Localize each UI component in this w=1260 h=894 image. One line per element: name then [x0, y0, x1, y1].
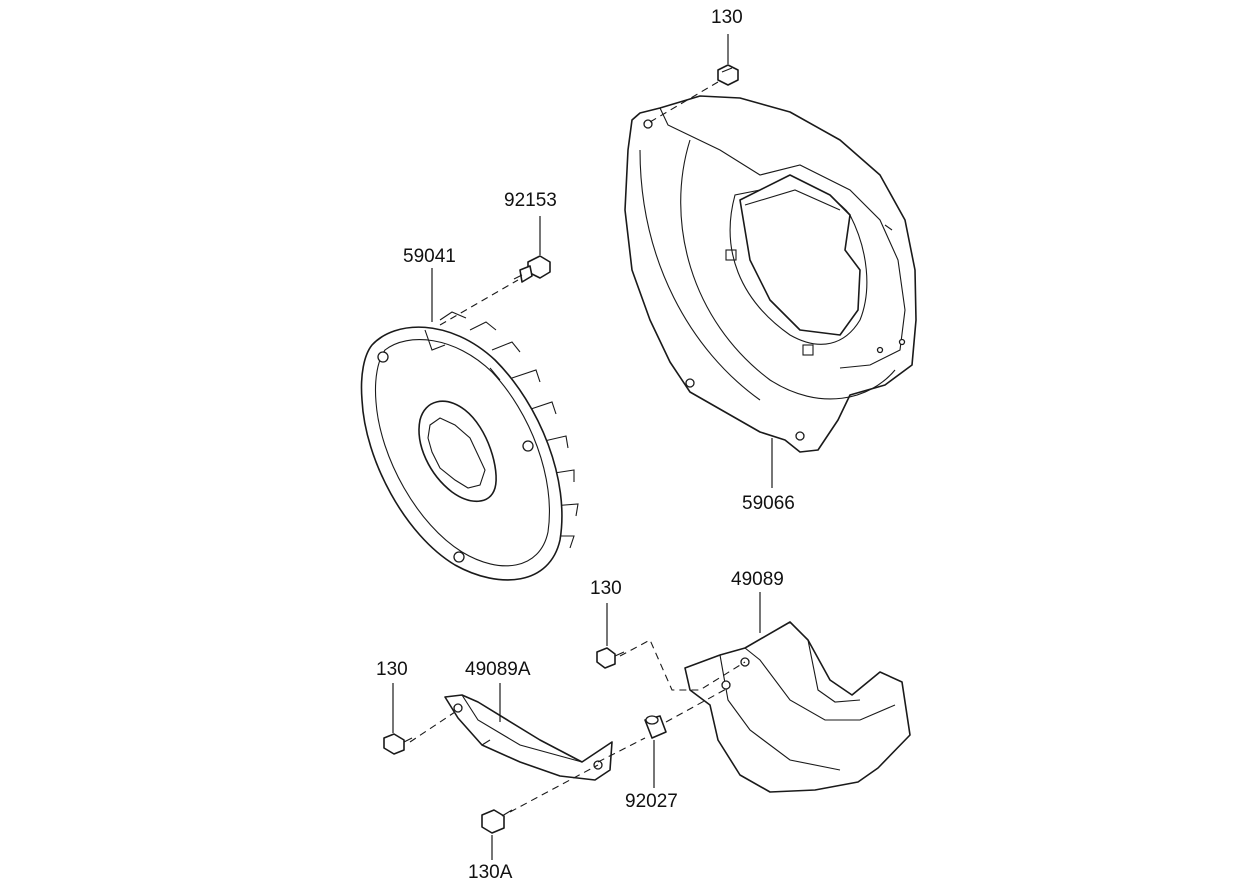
- cover-49089: [684, 621, 911, 793]
- label-92027: 92027: [625, 791, 678, 812]
- bolt-130-top: [717, 64, 739, 86]
- label-59041: 59041: [403, 246, 456, 267]
- label-130-mid: 130: [590, 578, 622, 599]
- label-92153: 92153: [504, 190, 557, 211]
- label-49089A: 49089A: [465, 659, 531, 680]
- label-49089: 49089: [731, 569, 784, 590]
- leader-lines: [392, 34, 773, 860]
- collar-92027: [644, 715, 667, 739]
- bracket-49089A: [444, 694, 613, 781]
- label-130A: 130A: [468, 862, 513, 883]
- bolt-130A-bottom: [481, 809, 513, 834]
- label-130-left: 130: [376, 659, 408, 680]
- bolt-130-mid: [596, 647, 625, 669]
- label-130-top: 130: [711, 7, 743, 28]
- fan-housing-59066: [624, 95, 917, 453]
- assembly-lines: [409, 81, 746, 813]
- label-59066: 59066: [742, 493, 795, 514]
- fan-bolt-92153: [513, 255, 551, 283]
- cooling-fan-59041: [360, 311, 579, 581]
- bolt-130-left: [383, 733, 413, 755]
